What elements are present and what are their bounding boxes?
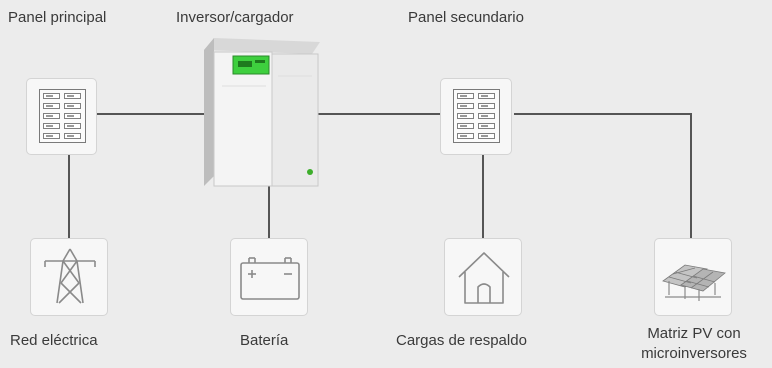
connector-main-grid <box>68 154 70 239</box>
connector-subpanel-loads <box>482 154 484 239</box>
main-panel-node <box>26 78 97 155</box>
breaker-panel-icon <box>453 89 500 143</box>
main-panel-label: Panel principal <box>8 9 107 26</box>
grid-label: Red eléctrica <box>10 332 98 349</box>
battery-node <box>230 238 308 316</box>
breaker-panel-icon <box>39 89 86 143</box>
pv-array-label-line2: microinversores <box>641 345 747 362</box>
solar-array-icon <box>662 264 726 301</box>
house-icon <box>458 252 510 304</box>
pv-array-node <box>654 238 732 316</box>
connector-main-inverter <box>96 113 204 115</box>
connector-inverter-battery <box>268 186 270 239</box>
battery-icon <box>240 257 300 300</box>
connector-inverter-subpanel <box>318 113 442 115</box>
sub-panel-node <box>440 78 512 155</box>
power-pylon-icon <box>44 248 96 304</box>
backup-loads-node <box>444 238 522 316</box>
inverter-label: Inversor/cargador <box>176 9 294 26</box>
sub-panel-label: Panel secundario <box>408 9 524 26</box>
pv-array-label-line1: Matriz PV con <box>647 325 741 342</box>
battery-label: Batería <box>240 332 289 349</box>
connector-pv-drop <box>690 113 692 239</box>
backup-loads-label: Cargas de respaldo <box>396 332 527 349</box>
connector-subpanel-pv <box>514 113 692 115</box>
grid-node <box>30 238 108 316</box>
inverter-charger-icon <box>200 36 320 188</box>
